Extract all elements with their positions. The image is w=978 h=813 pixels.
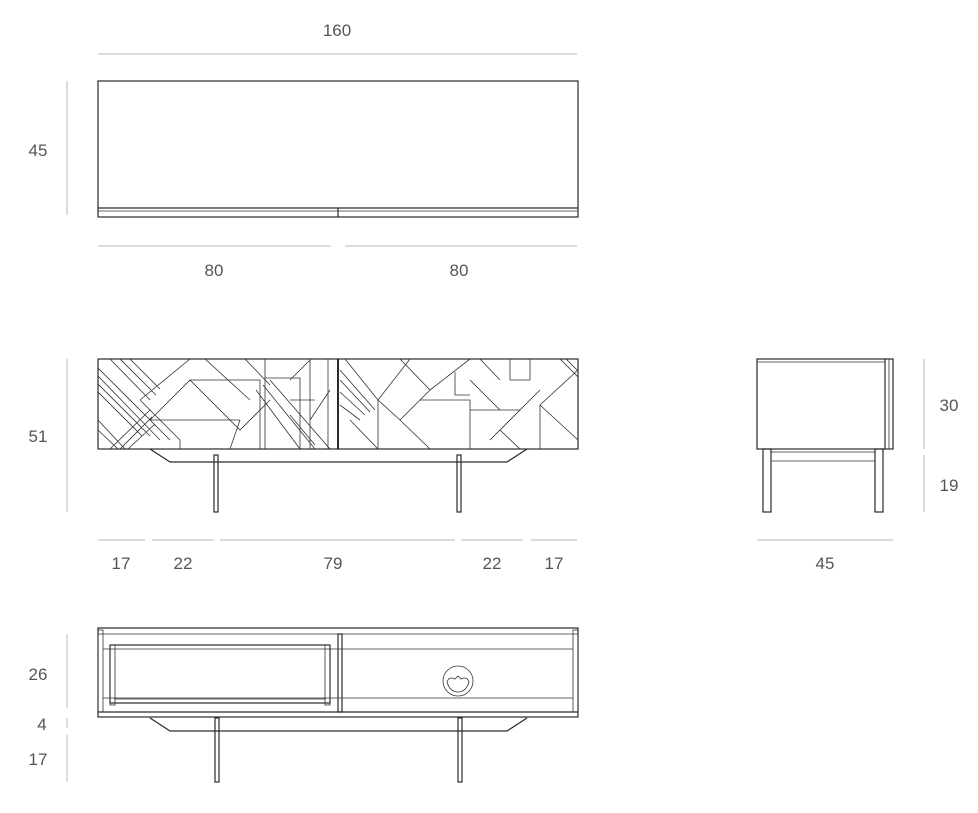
base-thickness-label: 4 bbox=[37, 715, 46, 734]
open-drawer bbox=[109, 644, 331, 704]
plinth bbox=[149, 717, 528, 732]
front-view: 51 17 22 79 22 17 bbox=[29, 358, 579, 573]
top-outline bbox=[97, 80, 579, 218]
leg-height-label: 17 bbox=[29, 750, 48, 769]
top-view: 160 45 80 80 bbox=[29, 21, 579, 280]
geometric-door-pattern bbox=[98, 359, 578, 449]
height-label: 51 bbox=[29, 427, 48, 446]
leg bbox=[213, 454, 219, 513]
width-label: 160 bbox=[323, 21, 351, 40]
open-view: 26 4 17 bbox=[29, 627, 579, 783]
side-body-outline bbox=[756, 358, 894, 450]
segment-label: 79 bbox=[324, 554, 343, 573]
leg-height-label: 19 bbox=[940, 476, 959, 495]
compartment-height-label: 26 bbox=[29, 665, 48, 684]
plinth bbox=[149, 448, 528, 463]
segment-label: 17 bbox=[545, 554, 564, 573]
leg bbox=[874, 448, 884, 513]
side-view: 30 19 45 bbox=[756, 358, 959, 573]
half-label-right: 80 bbox=[450, 261, 469, 280]
drawer-side bbox=[324, 644, 331, 706]
segment-label: 22 bbox=[174, 554, 193, 573]
half-label-left: 80 bbox=[205, 261, 224, 280]
leg bbox=[214, 717, 220, 783]
depth-label: 45 bbox=[29, 141, 48, 160]
segment-label: 22 bbox=[483, 554, 502, 573]
leg bbox=[456, 454, 462, 513]
drawer-pull-icon[interactable] bbox=[442, 665, 474, 697]
side-depth-label: 45 bbox=[816, 554, 835, 573]
side-panel bbox=[572, 629, 579, 713]
leg bbox=[457, 717, 463, 783]
segment-dimensions: 17 22 79 22 17 bbox=[98, 539, 577, 573]
divider bbox=[337, 633, 343, 713]
drawer-side bbox=[109, 644, 116, 706]
leg bbox=[762, 448, 772, 513]
segment-label: 17 bbox=[112, 554, 131, 573]
side-panel bbox=[97, 629, 104, 713]
body-height-label: 30 bbox=[940, 396, 959, 415]
